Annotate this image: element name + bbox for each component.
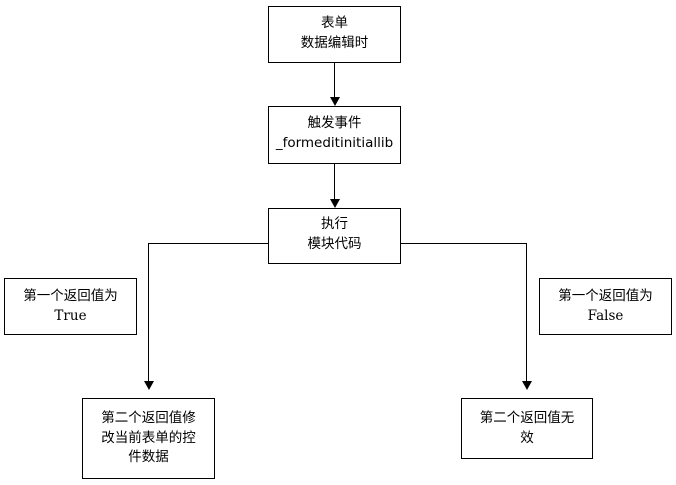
node-trigger-event-label: 触发事件 _formeditinitiallib (275, 115, 394, 151)
node-first-return-false: 第一个返回值为 False (539, 278, 672, 335)
node-first-return-true-value: True (54, 307, 87, 324)
connector-execute-right-vertical (526, 243, 527, 383)
node-trigger-event: 触发事件 _formeditinitiallib (268, 106, 401, 164)
arrowhead-trigger-to-execute (330, 199, 340, 208)
node-execute-module-label: 执行 模块代码 (307, 216, 362, 252)
node-second-return-invalid-label: 第二个返回值无 效 (479, 409, 575, 446)
node-first-return-true-text: 第一个返回值为 True (5, 287, 136, 326)
node-first-return-false-label: 第一个返回值为 (558, 287, 653, 304)
connector-execute-left-vertical (148, 243, 149, 383)
connector-execute-right-horizontal (400, 243, 527, 244)
node-first-return-true-label: 第一个返回值为 (23, 287, 118, 304)
arrowhead-form-to-trigger (330, 97, 340, 106)
node-second-return-modify-label: 第二个返回值修 改当前表单的控 件数据 (101, 410, 196, 466)
arrowhead-to-second-return-invalid (522, 381, 532, 390)
arrowhead-to-second-return-modify (144, 381, 154, 390)
node-execute-module: 执行 模块代码 (268, 208, 401, 264)
node-first-return-false-value: False (587, 307, 624, 324)
node-form-edit: 表单 数据编辑时 (268, 6, 401, 63)
node-second-return-invalid: 第二个返回值无 效 (461, 398, 593, 459)
node-first-return-true: 第一个返回值为 True (4, 278, 137, 335)
node-second-return-modify: 第二个返回值修 改当前表单的控 件数据 (82, 398, 215, 479)
connector-execute-left-horizontal (148, 243, 269, 244)
node-first-return-false-text: 第一个返回值为 False (540, 287, 671, 326)
connector-form-to-trigger (334, 63, 335, 98)
connector-trigger-to-execute (334, 164, 335, 200)
node-form-edit-label: 表单 数据编辑时 (300, 14, 369, 51)
